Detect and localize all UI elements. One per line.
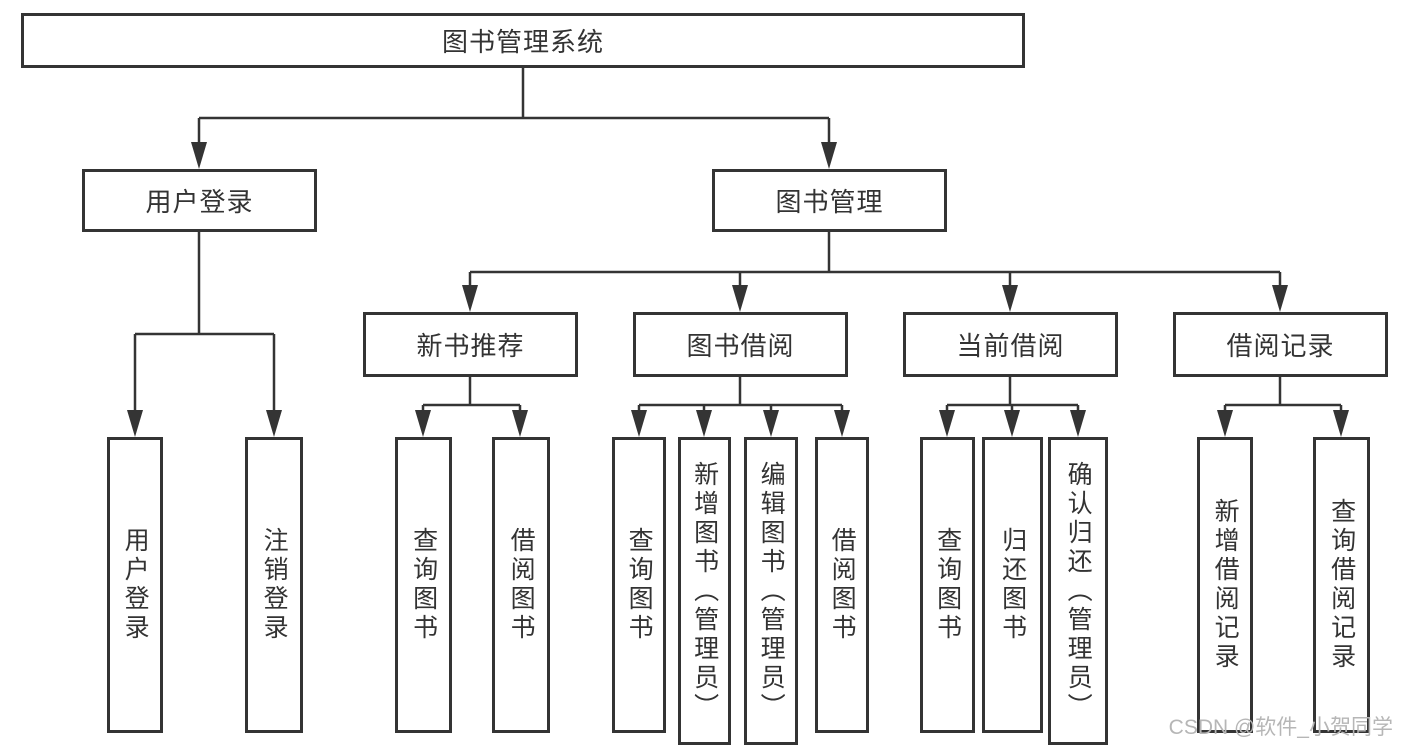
arrowhead <box>1217 410 1233 437</box>
node-label: 图书管理系统 <box>441 27 604 57</box>
connector-book-borrow-children <box>637 377 844 414</box>
node-new-book-recommend: 新书推荐 <box>363 312 578 377</box>
node-book-management: 图书管理 <box>712 169 947 232</box>
leaf-query-book-recommend: 查询图书 <box>395 437 452 733</box>
node-label: 注销登录 <box>260 527 289 643</box>
arrowhead <box>1070 410 1086 437</box>
leaf-borrow-book: 借阅图书 <box>815 437 869 733</box>
node-book-borrow: 图书借阅 <box>633 312 848 377</box>
leaf-edit-book-admin: 编辑图书（管理员） <box>744 437 798 745</box>
node-label: 确认归还（管理员） <box>1064 460 1093 722</box>
arrowhead <box>512 410 528 437</box>
connector-new-book-recommend-children <box>421 377 522 414</box>
leaf-query-book-borrow: 查询图书 <box>612 437 666 733</box>
node-label: 查询图书 <box>625 527 654 643</box>
watermark: CSDN @软件_小贺同学 <box>1168 716 1393 739</box>
node-label: 用户登录 <box>145 187 254 217</box>
node-current-borrow: 当前借阅 <box>903 312 1118 377</box>
node-library-management-system: 图书管理系统 <box>21 13 1025 68</box>
connector-user-login-children <box>133 232 276 414</box>
node-label: 新书推荐 <box>416 331 525 361</box>
node-label: 新增借阅记录 <box>1211 498 1240 672</box>
node-label: 新增图书（管理员） <box>690 460 719 722</box>
node-borrow-record: 借阅记录 <box>1173 312 1388 377</box>
arrowhead <box>191 142 207 169</box>
connector-book-management-to-level3 <box>468 232 1282 290</box>
node-label: 编辑图书（管理员） <box>757 460 786 722</box>
node-label: 借阅图书 <box>507 527 536 643</box>
arrowhead <box>1002 285 1018 312</box>
node-label: 用户登录 <box>121 527 150 643</box>
leaf-borrow-book-recommend: 借阅图书 <box>492 437 550 733</box>
node-label: 归还图书 <box>998 527 1027 643</box>
leaf-add-book-admin: 新增图书（管理员） <box>678 437 731 745</box>
arrowhead <box>631 410 647 437</box>
node-label: 借阅记录 <box>1226 331 1335 361</box>
arrowhead <box>1004 410 1020 437</box>
arrowhead <box>127 410 143 437</box>
arrowhead <box>939 410 955 437</box>
connector-current-borrow-children <box>945 377 1080 414</box>
arrowhead <box>821 142 837 169</box>
leaf-query-borrow-record: 查询借阅记录 <box>1313 437 1370 733</box>
arrowhead <box>1333 410 1349 437</box>
node-label: 查询图书 <box>933 527 962 643</box>
leaf-logout: 注销登录 <box>245 437 303 733</box>
leaf-confirm-return-admin: 确认归还（管理员） <box>1048 437 1108 745</box>
arrowhead <box>266 410 282 437</box>
node-label: 借阅图书 <box>828 527 857 643</box>
node-label: 查询借阅记录 <box>1327 498 1356 672</box>
node-label: 查询图书 <box>409 527 438 643</box>
leaf-user-login: 用户登录 <box>107 437 163 733</box>
arrowhead <box>462 285 478 312</box>
leaf-return-book: 归还图书 <box>982 437 1043 733</box>
arrowhead <box>732 285 748 312</box>
arrowhead <box>763 410 779 437</box>
node-label: 当前借阅 <box>956 331 1065 361</box>
arrowhead <box>1272 285 1288 312</box>
leaf-query-book-current: 查询图书 <box>920 437 975 733</box>
connector-borrow-record-children <box>1223 377 1343 414</box>
arrowhead <box>834 410 850 437</box>
node-user-login: 用户登录 <box>82 169 317 232</box>
arrowhead <box>696 410 712 437</box>
arrowhead <box>415 410 431 437</box>
leaf-add-borrow-record: 新增借阅记录 <box>1197 437 1253 733</box>
node-label: 图书管理 <box>775 187 884 217</box>
connector-root-to-level2 <box>197 68 831 147</box>
node-label: 图书借阅 <box>686 331 795 361</box>
